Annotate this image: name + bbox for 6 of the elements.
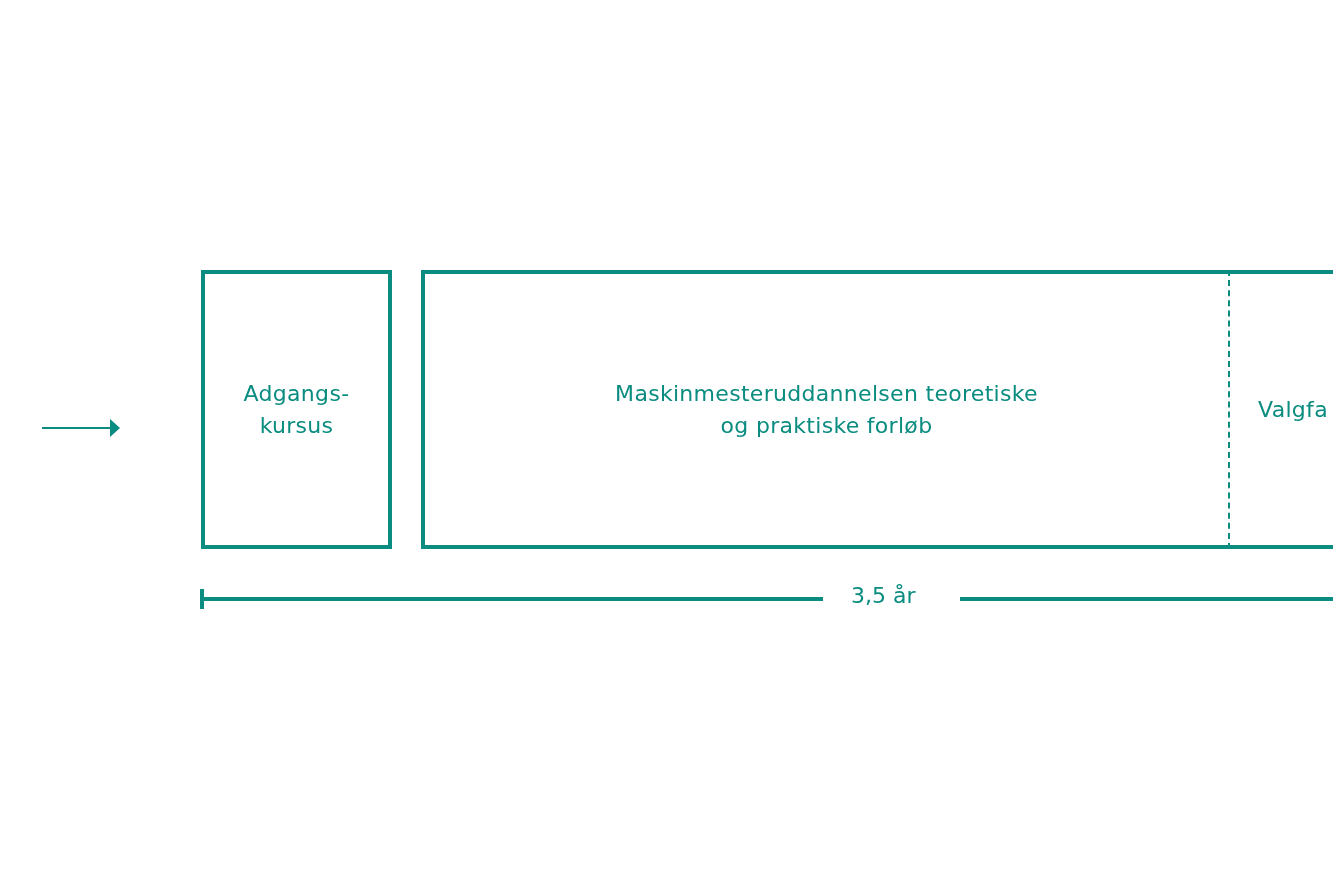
box-text: Valgfa [1258, 395, 1328, 424]
box-text: Adgangs- kursus [242, 379, 351, 440]
process-box [1230, 270, 1333, 549]
process-box [201, 270, 392, 549]
process-box [421, 270, 1230, 549]
box-text: Maskinmesteruddannelsen teoretiske og praktiske forløb [614, 379, 1039, 440]
